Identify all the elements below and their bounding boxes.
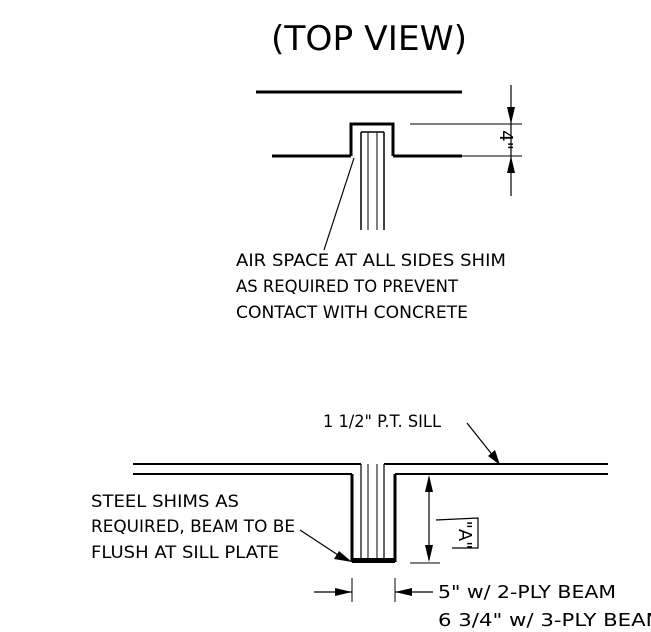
dim-a-label: "A" bbox=[454, 521, 475, 550]
dim-a-tag bbox=[435, 517, 479, 549]
air-space-leader bbox=[323, 157, 355, 251]
beam-pocket-outline bbox=[349, 122, 395, 156]
air-space-note-line-3: CONTACT WITH CONCRETE bbox=[236, 303, 468, 323]
dim-a-arrow-top bbox=[425, 475, 433, 492]
view-title: (TOP VIEW) bbox=[271, 19, 467, 59]
sill-label: 1 1/2" P.T. SILL bbox=[323, 412, 442, 432]
dim-a-arrow-bottom bbox=[425, 545, 433, 562]
sill-leader bbox=[466, 422, 495, 458]
steel-shims-note-line-2: REQUIRED, BEAM TO BE bbox=[91, 517, 295, 537]
dim-top-label: 4" bbox=[495, 130, 516, 150]
air-space-note-line-2: AS REQUIRED TO PREVENT bbox=[236, 277, 459, 297]
sill-leader-arrow bbox=[488, 450, 500, 465]
width-arrow-left bbox=[335, 588, 352, 596]
dim-arrow-bottom bbox=[507, 156, 515, 173]
steel-shims-arrow bbox=[334, 551, 352, 562]
steel-shims-note-line-3: FLUSH AT SILL PLATE bbox=[91, 543, 279, 563]
air-space-note-line-1: AIR SPACE AT ALL SIDES SHIM bbox=[236, 251, 506, 271]
steel-shims bbox=[352, 558, 395, 563]
dim-arrow-top bbox=[507, 107, 515, 124]
steel-shims-note-line-1: STEEL SHIMS AS bbox=[91, 492, 239, 512]
width-arrow-right bbox=[395, 588, 412, 596]
beam-width-line-1: 5" w/ 2-PLY BEAM bbox=[438, 582, 616, 603]
beam-width-line-2: 6 3/4" w/ 3-PLY BEAM bbox=[438, 610, 651, 631]
steel-shims-leader bbox=[299, 529, 339, 556]
